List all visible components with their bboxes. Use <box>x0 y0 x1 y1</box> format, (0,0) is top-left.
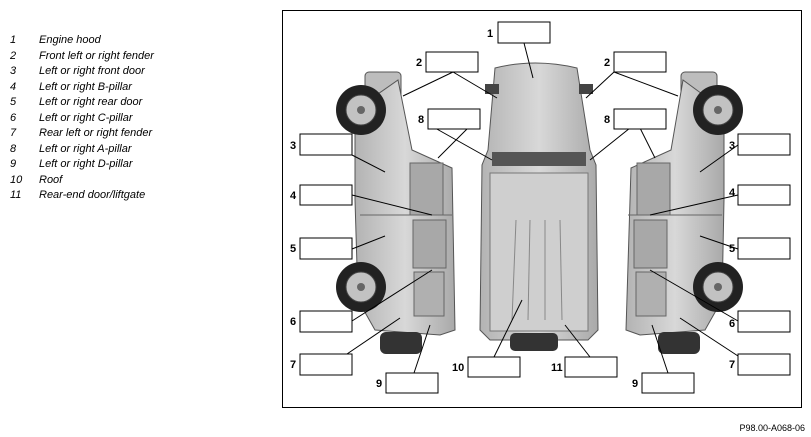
left-mirror <box>485 84 499 94</box>
roof-rib <box>559 219 563 321</box>
callout-number: 8 <box>604 114 610 126</box>
callout-number: 7 <box>290 359 296 371</box>
legend-number: 5 <box>10 96 17 108</box>
callout-number: 4 <box>290 190 297 202</box>
legend-number: 7 <box>10 127 17 139</box>
right-rear-wheel-icon <box>693 262 743 312</box>
legend-item: 4 Left or right B-pillar <box>10 80 154 96</box>
legend-number: 10 <box>10 173 23 186</box>
left-rear-window <box>412 219 447 269</box>
roof-rib <box>527 219 531 321</box>
legend-item: 3 Left or right front door <box>10 64 154 80</box>
right-rear-window <box>633 219 668 269</box>
legend-item: 11 Rear-end door/liftgate <box>10 188 154 204</box>
legend-text: Left or right B-pillar <box>39 80 132 93</box>
legend-item: 10 Roof <box>10 173 154 189</box>
legend-item: 1 Engine hood <box>10 33 154 49</box>
left-rear-wheel-icon <box>336 262 386 312</box>
right-front-wheel-icon <box>693 85 743 135</box>
legend-number: 9 <box>10 158 17 170</box>
callout-number: 5 <box>290 243 296 255</box>
top-spare-wheel <box>510 333 558 351</box>
callout-number: 11 <box>551 362 563 374</box>
callout-number: 8 <box>418 114 424 126</box>
legend-number: 2 <box>10 49 17 62</box>
legend-text: Left or right D-pillar <box>39 158 133 170</box>
legend-number: 1 <box>10 34 17 46</box>
windshield <box>492 152 586 166</box>
legend-text: Left or right rear door <box>39 96 143 108</box>
callout-number: 3 <box>729 140 735 152</box>
legend-item: 7 Rear left or right fender <box>10 126 154 142</box>
legend-list: 1 Engine hood 2 Front left or right fender… <box>10 33 154 204</box>
legend-number: 11 <box>10 189 22 201</box>
legend-item: 9 Left or right D-pillar <box>10 157 154 173</box>
legend-text: Left or right C-pillar <box>39 111 133 124</box>
legend-number: 3 <box>10 65 17 77</box>
legend-text: Rear-end door/liftgate <box>39 189 146 201</box>
legend-text: Rear left or right fender <box>39 127 153 139</box>
left-cargo-window <box>413 271 445 317</box>
right-mirror <box>579 84 593 94</box>
legend-number: 6 <box>10 111 17 124</box>
roof-rib <box>511 219 517 321</box>
legend-text: Roof <box>39 173 63 186</box>
callout-number: 2 <box>604 57 610 69</box>
left-front-wheel-icon <box>336 85 386 135</box>
right-side-view <box>625 71 743 354</box>
callout-number: 3 <box>290 140 296 152</box>
callout-number: 7 <box>729 359 735 371</box>
legend-text: Front left or right fender <box>39 49 154 62</box>
figure-code: P98.00-A068-06 <box>739 423 805 433</box>
legend-item: 6 Left or right C-pillar <box>10 111 154 127</box>
left-front-window <box>409 162 444 216</box>
callout-number: 10 <box>452 362 464 374</box>
leader-lines <box>343 42 739 374</box>
right-spare-wheel <box>658 332 700 354</box>
legend-text: Left or right A-pillar <box>39 142 132 155</box>
callout-number: 6 <box>729 318 735 330</box>
legend-number: 8 <box>10 142 17 155</box>
callout-boxes <box>299 21 791 394</box>
right-front-window <box>636 162 671 216</box>
legend-text: Left or right front door <box>39 65 145 77</box>
legend-number: 4 <box>10 80 17 93</box>
callout-number: 9 <box>376 378 382 390</box>
callout-number: 9 <box>632 378 638 390</box>
callout-number: 1 <box>487 28 493 40</box>
right-cargo-window <box>635 271 667 317</box>
callout-number: 2 <box>416 57 422 69</box>
legend-item: 5 Left or right rear door <box>10 95 154 111</box>
left-spare-wheel <box>380 332 422 354</box>
callout-number: 5 <box>729 243 735 255</box>
callout-number: 6 <box>290 316 296 328</box>
callout-number: 4 <box>729 187 736 199</box>
top-view <box>479 62 599 351</box>
legend-item: 2 Front left or right fender <box>10 49 154 65</box>
roof-panel <box>489 172 589 332</box>
legend-text: Engine hood <box>39 34 101 46</box>
diagram-frame <box>282 10 802 408</box>
legend-item: 8 Left or right A-pillar <box>10 142 154 158</box>
